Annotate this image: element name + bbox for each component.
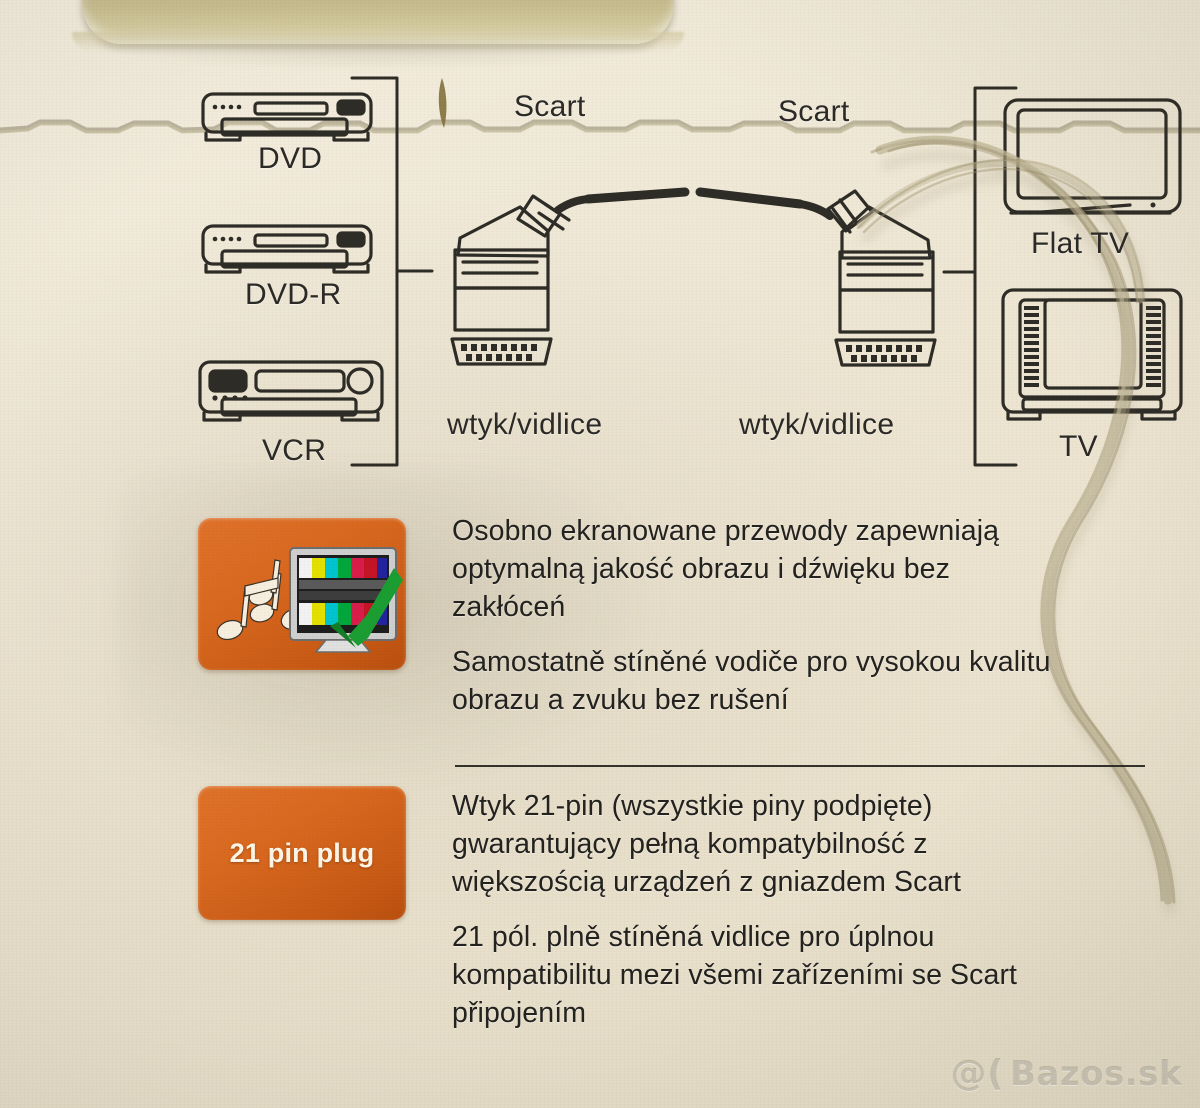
scart-plug-left [450,194,571,366]
section-divider [455,765,1145,767]
scart-cable-curve [554,195,834,220]
feature-text-pl: Wtyk 21-pin (wszystkie piny podpięte) gw… [452,787,1122,901]
watermark-mark-icon: @( [950,1053,1004,1094]
target-device-label-tv: TV [1059,430,1098,463]
text-line: 21 pól. plně stíněná vidlice pro úplnou [452,921,935,953]
source-device-label-vcr: VCR [262,434,327,467]
text-line: gwarantujący pełną kompatybilność z [452,828,928,860]
text-line: Osobno ekranowane przewody zapewniają [452,515,1000,547]
feature-text-pl: Osobno ekranowane przewody zapewniają op… [452,512,1122,626]
dvd-recorder-icon [201,224,373,274]
source-device-label-dvdr: DVD-R [245,278,342,311]
vcr-icon [198,360,384,422]
paper-speck [438,78,447,128]
blister-seal-edge [0,119,1200,134]
scart-cable [583,187,805,209]
watermark-text: Bazos.sk [1009,1053,1182,1094]
text-line: optymalną jakość obrazu i dźwięku bez [452,553,950,585]
scart-plug-right [826,189,937,367]
crt-tv-icon [1001,288,1183,421]
feature-text-cz: 21 pól. plně stíněná vidlice pro úplnou … [452,918,1122,1032]
feature-badge-quality [198,518,406,670]
feature-text-cz: Samostatně stíněné vodiče pro vysokou kv… [452,643,1122,719]
text-line: připojením [452,997,587,1029]
badge-label-21-pin-plug: 21 pin plug [229,837,375,868]
feature-text-21pin: Wtyk 21-pin (wszystkie piny podpięte) gw… [452,787,1122,1032]
text-line: większością urządzeń z gniazdem Scart [452,866,962,898]
connector-label-plug-left: wtyk/vidlice [447,408,603,441]
connector-label-plug-right: wtyk/vidlice [739,408,895,441]
tv-music-check-icon [216,547,403,653]
text-line: Samostatně stíněné vodiče pro vysokou kv… [452,646,1051,678]
flat-tv-icon [1003,98,1182,215]
target-device-label-flat-tv: Flat TV [1031,227,1130,260]
feature-badge-21pin: 21 pin plug [198,786,406,920]
text-line: Wtyk 21-pin (wszystkie piny podpięte) [452,790,933,822]
text-line: obrazu a zvuku bez rušení [452,684,789,716]
blister-bubble-lip [72,32,684,52]
text-line: kompatibilitu mezi všemi zařízeními se S… [452,959,1018,991]
check-icon [330,568,403,648]
text-line: zakłóceń [452,591,566,623]
connector-label-scart-right: Scart [778,95,850,128]
dvd-player-icon [201,92,373,142]
connector-label-scart-left: Scart [514,90,586,123]
feature-text-quality: Osobno ekranowane przewody zapewniają op… [452,512,1122,719]
source-bracket [350,76,434,467]
source-device-label-dvd: DVD [258,142,323,175]
watermark: @( Bazos.sk [951,1053,1182,1094]
